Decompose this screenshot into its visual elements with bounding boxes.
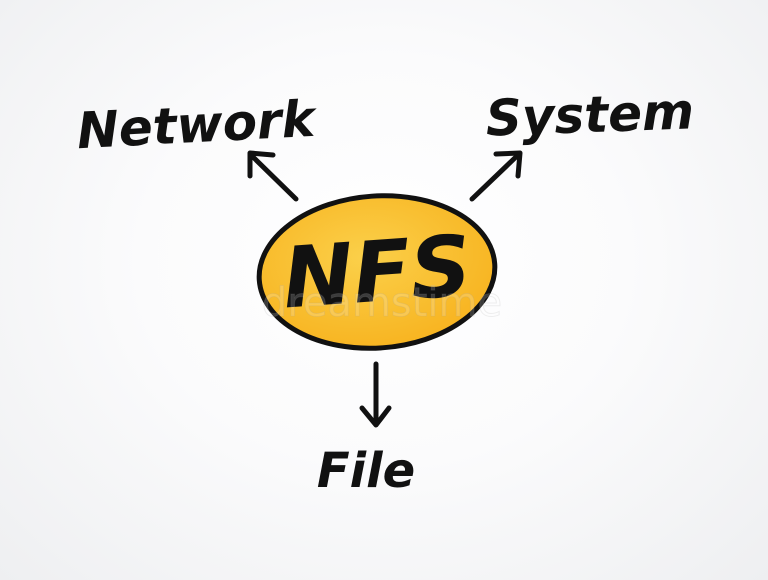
arrow-to-file bbox=[359, 361, 392, 428]
arrow-to-system bbox=[469, 150, 523, 202]
center-label: NFS bbox=[280, 217, 475, 328]
center-oval: NFS bbox=[256, 193, 498, 351]
node-label-network: Network bbox=[75, 90, 319, 161]
arrow-to-network bbox=[247, 150, 299, 202]
node-label-file: File bbox=[317, 443, 415, 499]
watermark-text: dreamstime bbox=[262, 280, 502, 326]
center-oval-shape bbox=[256, 193, 498, 351]
node-label-system: System bbox=[485, 82, 695, 147]
